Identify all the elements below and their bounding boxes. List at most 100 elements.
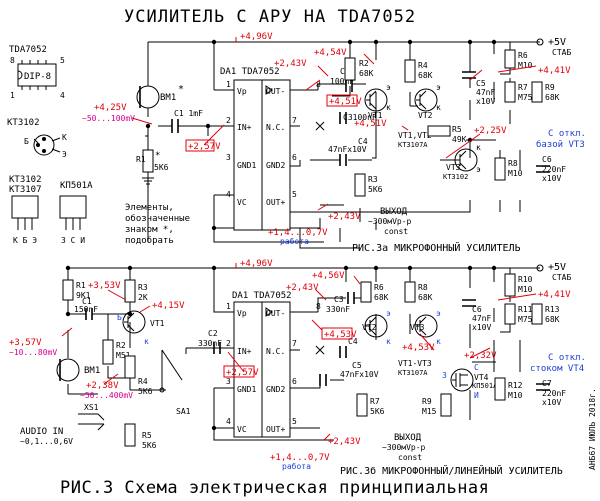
c4-label-a: C4: [358, 137, 368, 146]
note-line4: подобрать: [125, 235, 174, 246]
r9-label-b: R9: [422, 397, 432, 406]
vt1-label-b: VT1: [150, 319, 165, 328]
vt3-pin-k-b: к: [436, 337, 441, 346]
c2-value-b: 330nF: [198, 339, 222, 348]
r3-label-b: R3: [138, 283, 148, 292]
r6-label-a: R6: [518, 51, 528, 60]
r13-label-b: R13: [545, 305, 560, 314]
v-vt1b-a: +4,51V: [329, 97, 362, 107]
pin-outm-a: OUT-: [266, 87, 285, 96]
r1-label-a: R1: [136, 155, 146, 164]
note-blue1-b: С откл.: [548, 353, 586, 363]
vt-type2-b: КТ3107А: [398, 369, 428, 377]
r10-label-b: R10: [518, 275, 533, 284]
resistor-r12-b: [494, 377, 506, 401]
v-vt1c-a: +4,54V: [314, 48, 347, 58]
vt1-pin-b-b: Б: [117, 313, 122, 322]
vt4-pin-z: З: [442, 371, 447, 380]
vt3-label-b: VT3: [410, 323, 425, 332]
legend-pin5: 5: [60, 56, 65, 65]
c5-value2-a: x10V: [476, 97, 495, 106]
capacitor-c3-a: [339, 112, 347, 124]
capacitor-c4-b: [339, 346, 347, 358]
c7-value2-b: x10V: [542, 398, 561, 407]
resistor-r6-a: [504, 49, 516, 69]
pin-num: 2: [226, 116, 231, 125]
capacitor-c4-a: [339, 154, 347, 166]
r7-label-b: R7: [370, 397, 380, 406]
chip-label-b: DA1 TDA7052: [232, 291, 292, 301]
r7-value-b: 5K6: [370, 407, 385, 416]
r2-value-a: 68K: [359, 69, 374, 78]
r11-label-b: R11: [518, 305, 533, 314]
resistor-r7-a: [504, 81, 516, 103]
voltages-a: +4,96V +2,43V +4,54V +4,51V +4,51V +4,25…: [82, 32, 586, 246]
microphone-icon-b: [56, 358, 80, 382]
capacitor-c2-b: [213, 342, 221, 354]
vt1-pin-k-b: к: [144, 337, 149, 346]
legend-tr4-pins: З С И: [61, 236, 85, 245]
pin-outp-a: OUT+: [266, 198, 285, 207]
resistor-r11-b: [504, 303, 516, 325]
c3-label-b: C3: [334, 295, 344, 304]
c6-value-b: 47nF: [472, 314, 491, 323]
vt2-pin-e: э: [436, 83, 441, 92]
vt3-pin-k: к: [476, 143, 481, 152]
bm1-label-b: BM1: [84, 366, 100, 376]
r4-label-b: R4: [138, 377, 148, 386]
c2-value-a: 100nF: [330, 77, 354, 86]
r6-value-a: M10: [518, 61, 533, 70]
v-r6-a: +4,41V: [538, 66, 571, 76]
to92-transistor-icon: [11, 195, 87, 230]
vt1-label-a: VT1: [368, 111, 383, 120]
r1-value-a: 5K6: [154, 163, 169, 172]
resistor-r6-b: [360, 281, 372, 303]
resistor-r3-b: [124, 279, 136, 303]
transistor-vt2-b: [364, 314, 388, 338]
v-c2-a: +2,43V: [274, 59, 307, 69]
legend-tr2-pins: К Б Э: [13, 236, 37, 245]
v-c3-b: +2,43V: [286, 283, 319, 293]
vc-voltage-a: +1,4...0,7V: [268, 228, 328, 238]
pin-num: 7: [292, 339, 297, 348]
legend-tr2-name: KT3102: [9, 175, 42, 185]
dip8-package-icon: [17, 60, 57, 90]
output-label-a: ВЫХОД: [380, 207, 408, 217]
pin-in-b: IN+: [237, 347, 252, 356]
c4-value-a: 47nFx10V: [328, 145, 367, 154]
legend: TDA7052 8 5 DIP-8 1 4 KT3102 Б К Э KT310…: [7, 45, 190, 246]
vt1-pin-e: э: [386, 83, 391, 92]
c5-label-a: C5: [476, 79, 486, 88]
output-level-a: ~300мVр-р: [368, 217, 412, 226]
supply-terminal-a: [536, 38, 544, 46]
pin-nc-b: N.C.: [266, 347, 285, 356]
transistor-pinout-icon: [33, 134, 61, 156]
r12-label-b: R12: [508, 381, 523, 390]
legend-chip-name: TDA7052: [9, 45, 47, 55]
pin-num: 6: [292, 377, 297, 386]
v-r2-range-b: ~50...400mV: [80, 391, 133, 400]
c6-value-a: 220nF: [542, 165, 566, 174]
r3-value-a: 5K6: [368, 185, 383, 194]
v-vt4-b: +2,32V: [464, 351, 497, 361]
vt-type-b: VT1-VT3: [398, 359, 432, 368]
chip-label-a: DA1 TDA7052: [220, 67, 280, 77]
note-blue2-a: базой VT3: [536, 139, 585, 150]
legend-package: DIP-8: [24, 72, 51, 82]
pin-vp-a: Vp: [237, 87, 247, 96]
capacitor-c7-b: [536, 383, 550, 391]
vt2-pin-k: к: [436, 103, 441, 112]
legend-pin-e: Э: [62, 150, 67, 159]
pin-num: 3: [226, 153, 231, 162]
r11-value-b: M75: [518, 315, 533, 324]
vt3-pin-e-b: э: [436, 309, 441, 318]
r6-label-b: R6: [374, 283, 384, 292]
vc-sub-a: работа: [280, 236, 309, 246]
caption-a: РИС.3а МИКРОФОННЫЙ УСИЛИТЕЛЬ: [352, 241, 521, 254]
transistor-vt1-b: [122, 310, 146, 334]
v-vt1-b: +4,15V: [152, 301, 185, 311]
pin-outp-b: OUT+: [266, 425, 285, 434]
capacitor-c6-a: [536, 165, 550, 173]
v-r5-a: +2,25V: [474, 126, 507, 136]
note-blue2-b: стоком VT4: [530, 364, 584, 374]
